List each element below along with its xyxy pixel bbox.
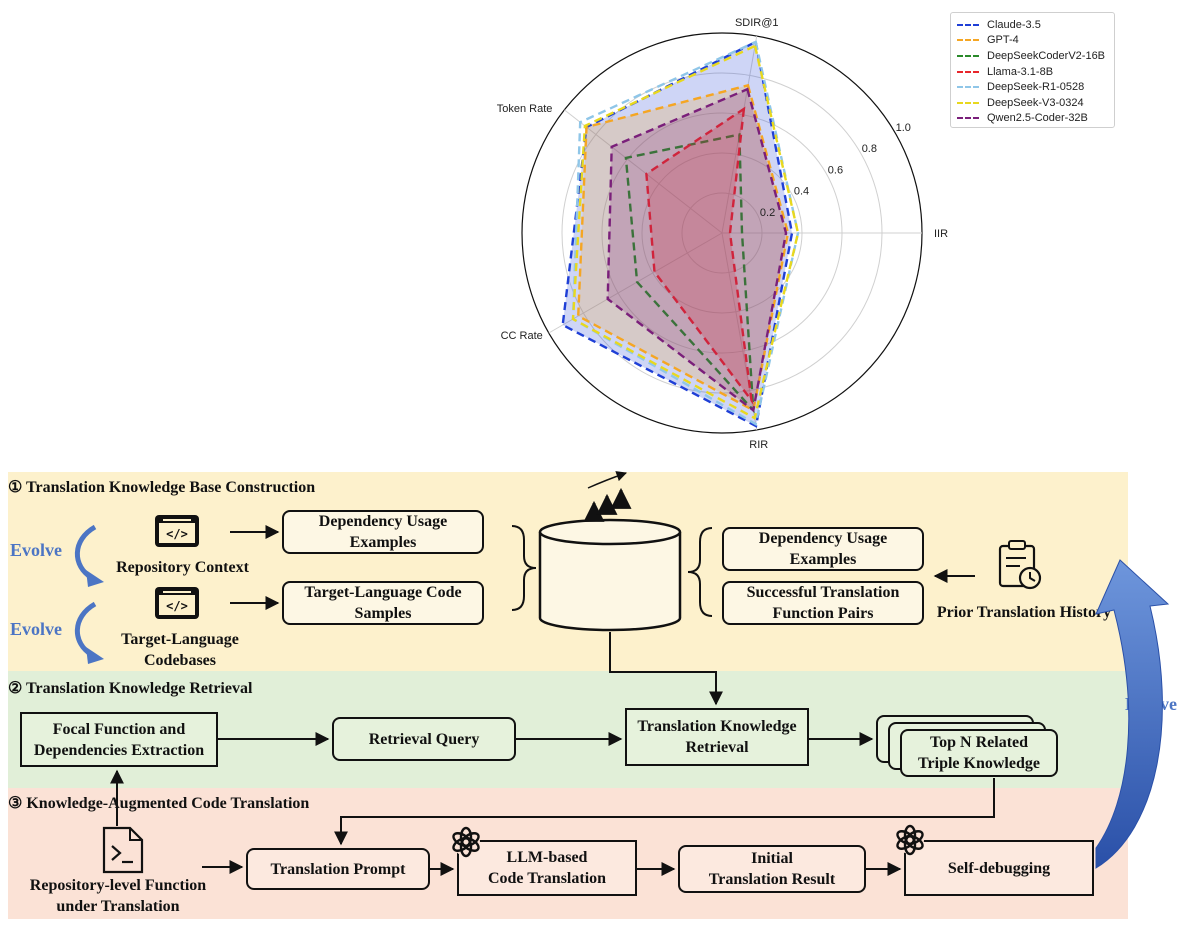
radar-series-5: [571, 44, 800, 420]
radar-axis-label: IIR: [934, 228, 948, 240]
legend-label: Llama-3.1-8B: [987, 65, 1054, 78]
radar-tick-label: 1.0: [896, 122, 911, 134]
radar-axis-label: CC Rate: [501, 330, 543, 342]
evolve-label-codebases: Evolve: [10, 619, 62, 639]
knowledge-base-line2: Knowledge Base: [553, 592, 667, 609]
evolve-label-repo: Evolve: [10, 540, 62, 560]
legend-swatch: [957, 39, 979, 42]
radar-tick-label: 0.8: [862, 143, 877, 155]
legend-swatch: [957, 70, 979, 73]
section-title-translation: ③ Knowledge-Augmented Code Translation: [8, 795, 310, 812]
legend-item: Claude-3.5: [957, 17, 1108, 33]
radar-series-1: [576, 83, 790, 413]
self-debugging-box: Self-debugging: [904, 840, 1094, 896]
radar-series-2: [624, 133, 755, 414]
evolve-label-loop: Evolve: [1125, 694, 1177, 714]
legend-label: DeepSeekCoderV2-16B: [987, 49, 1106, 62]
legend-swatch: [957, 101, 979, 104]
legend-item: DeepSeekCoderV2-16B: [957, 48, 1108, 64]
legend-label: Qwen2.5-Coder-32B: [987, 112, 1088, 125]
radar-axis-label: RIR: [749, 439, 768, 451]
section-title-retrieval: ② Translation Knowledge Retrieval: [8, 680, 253, 697]
legend-item: Llama-3.1-8B: [957, 64, 1108, 80]
radar-series-3: [645, 106, 754, 405]
legend-label: DeepSeek-V3-0324: [987, 96, 1084, 109]
legend-swatch: [957, 117, 979, 120]
repo-context-label: Repository Context: [116, 559, 249, 576]
legend-item: Qwen2.5-Coder-32B: [957, 111, 1108, 127]
radar-tick-label: 0.2: [760, 207, 775, 219]
target-codebases-line1: Target-Language: [121, 631, 239, 648]
radar-series-0: [561, 40, 794, 428]
repo-function-label: Repository-level Function under Translat…: [29, 877, 207, 915]
radar-tick-label: 0.6: [828, 164, 843, 176]
legend-swatch: [957, 86, 979, 89]
radar-spoke: [564, 109, 723, 234]
radar-tick-label: 0.4: [794, 186, 809, 198]
legend-swatch: [957, 54, 979, 57]
translation-prompt-box: Translation Prompt: [246, 848, 430, 890]
prior-history-label: Prior Translation History: [936, 604, 1112, 621]
legend-item: DeepSeek-R1-0528: [957, 79, 1108, 95]
knowledge-base-evolving: Evolving: [577, 549, 643, 568]
radar-series: [561, 40, 800, 428]
knowledge-base-line1: Translation: [570, 571, 650, 588]
radar-axis-label: Token Rate: [497, 103, 553, 115]
radar-axis-label: SDIR@1: [735, 17, 779, 29]
section-title-construction: ① Translation Knowledge Base Constructio…: [8, 479, 316, 496]
target-codebases-label: Target-Language Codebases: [100, 629, 260, 671]
knowledge-base-label: Evolving Translation Knowledge Base: [540, 548, 680, 611]
legend-label: Claude-3.5: [987, 18, 1041, 31]
legend-swatch: [957, 23, 979, 26]
retrieval-query-box: Retrieval Query: [332, 717, 516, 761]
radar-spoke: [548, 232, 723, 334]
legend-item: GPT-4: [957, 33, 1108, 49]
radar-series-6: [606, 87, 788, 413]
legend-label: DeepSeek-R1-0528: [987, 81, 1085, 94]
legend-item: DeepSeek-V3-0324: [957, 95, 1108, 111]
target-codebases-line2: Codebases: [143, 652, 216, 669]
legend-label: GPT-4: [987, 34, 1019, 47]
